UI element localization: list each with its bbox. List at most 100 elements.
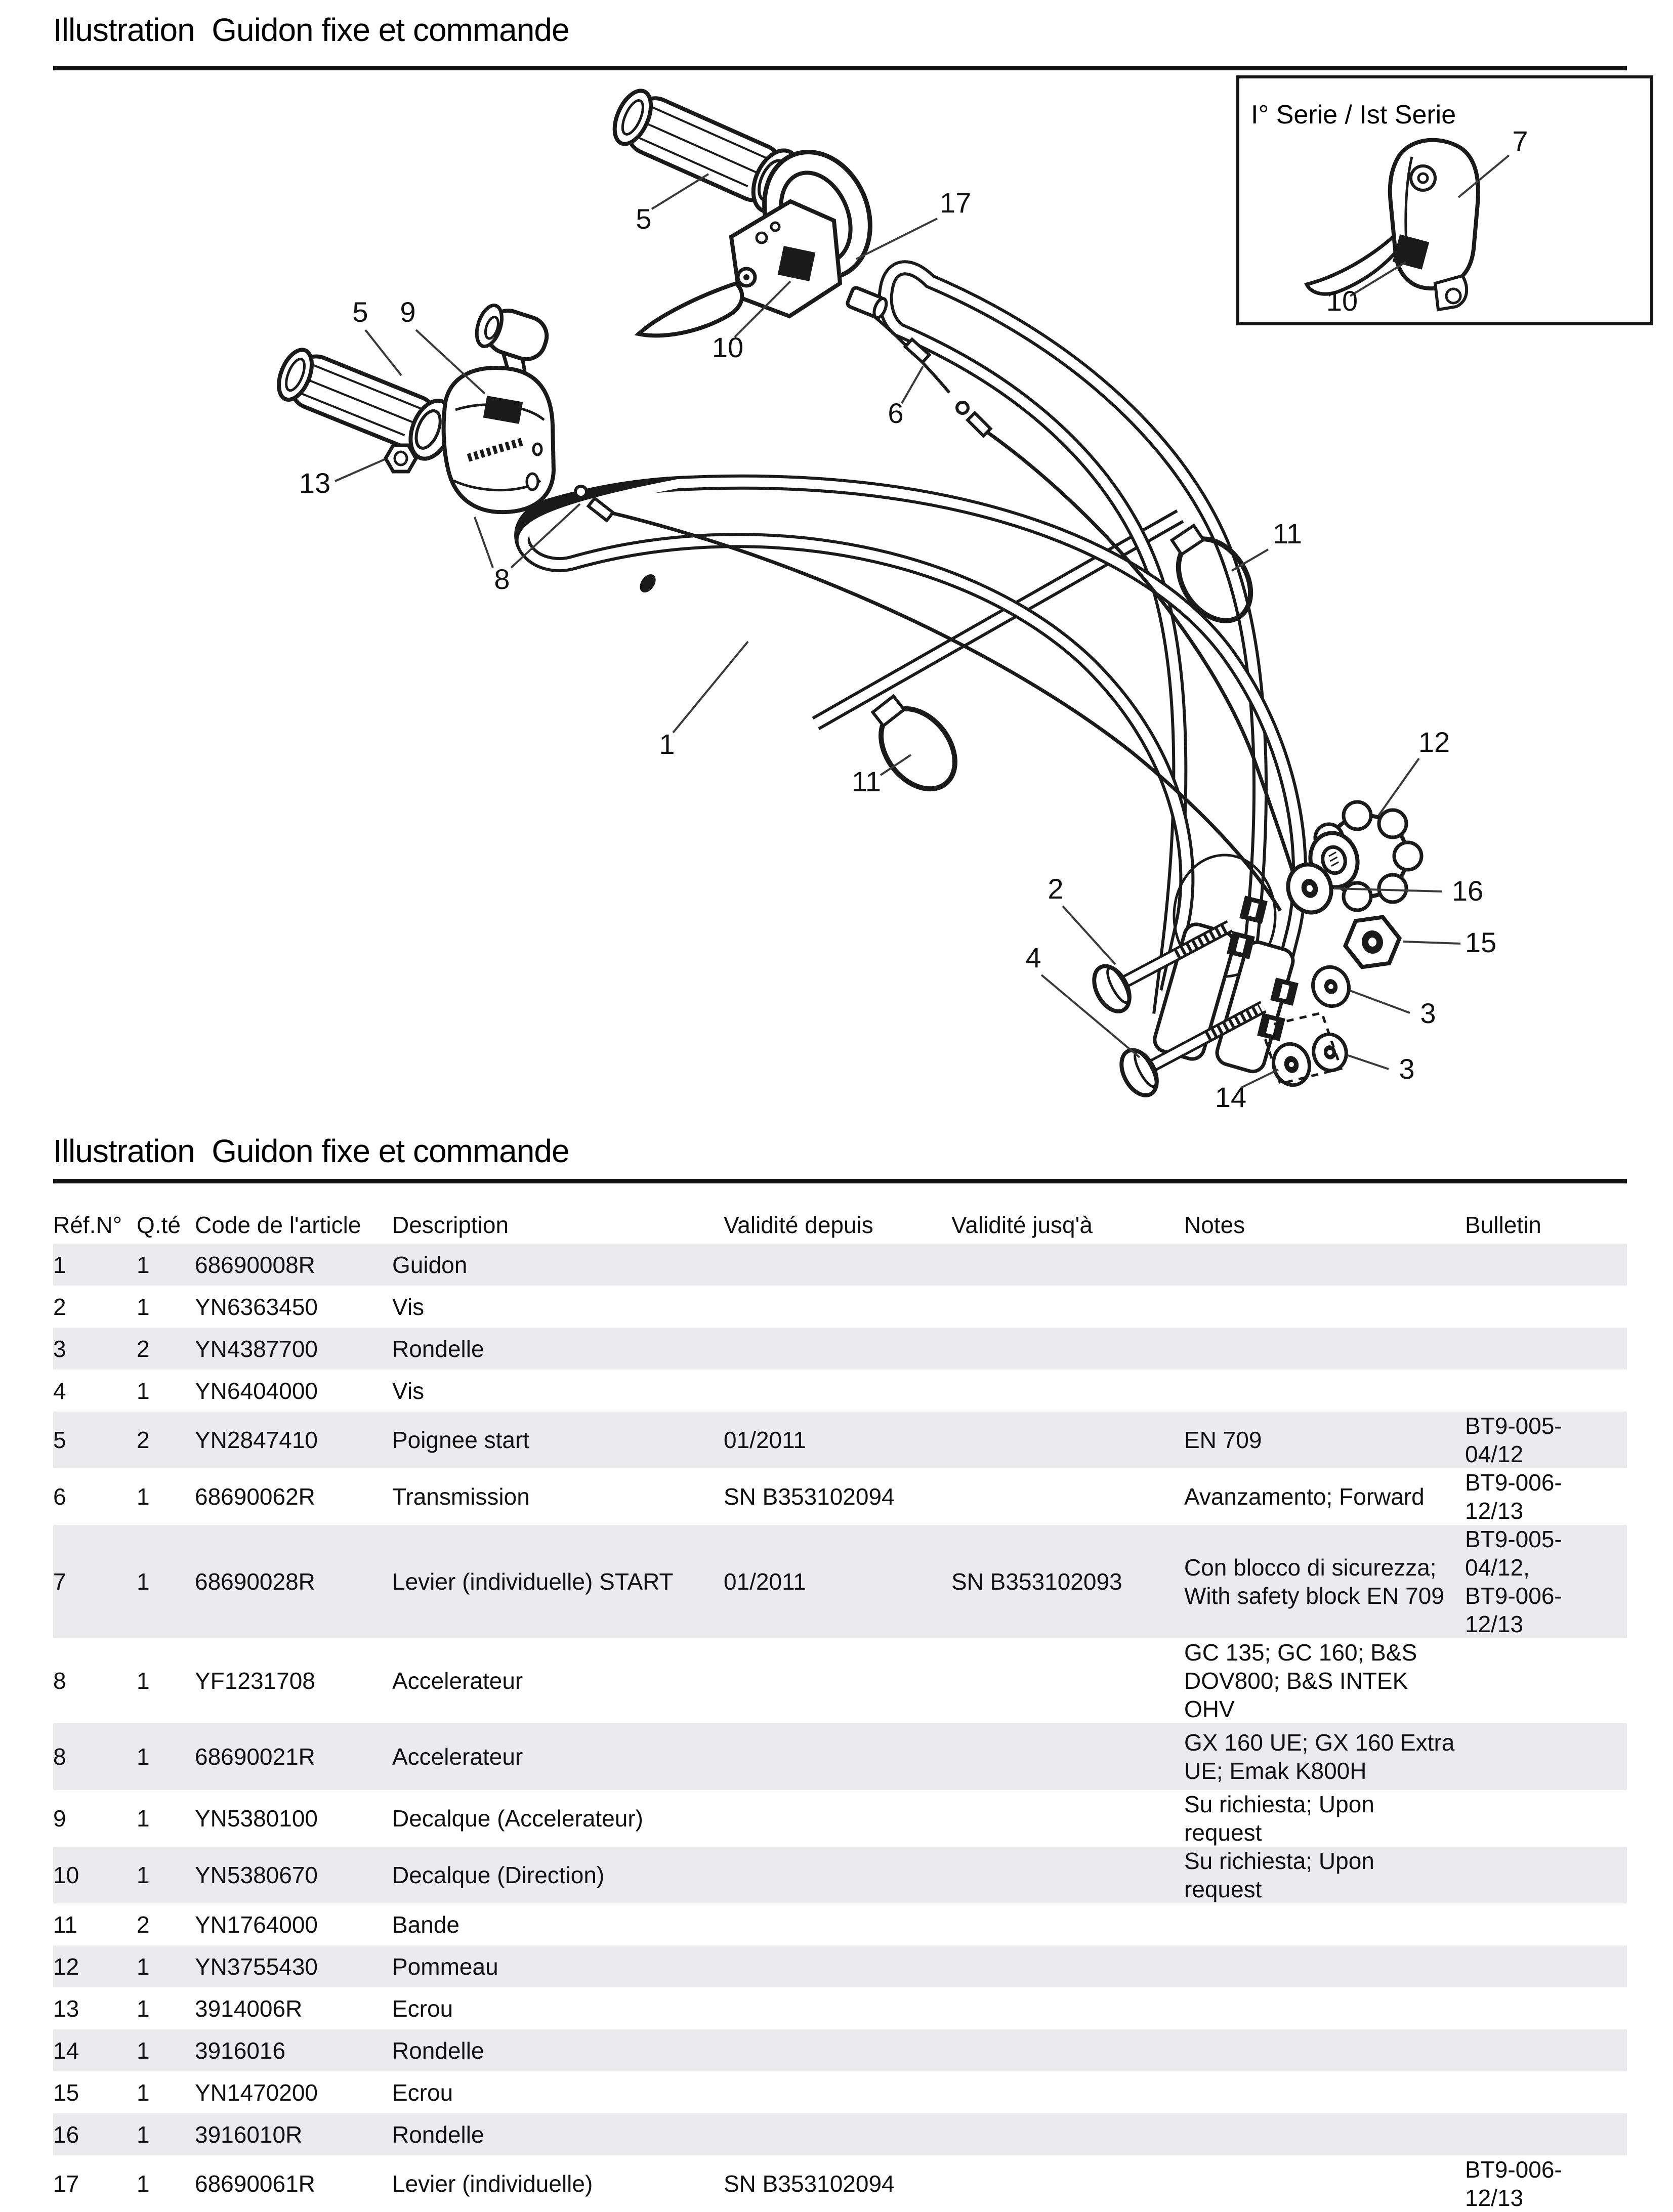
callout-number-8: 8 bbox=[494, 563, 510, 595]
bolt-4 bbox=[1119, 1001, 1267, 1097]
table-cell: Guidon bbox=[392, 1251, 468, 1278]
callout-number-2: 2 bbox=[1048, 873, 1063, 905]
table-cell: 1 bbox=[137, 1805, 150, 1832]
callout-leader-line bbox=[510, 503, 581, 569]
table-cell: YN3755430 bbox=[195, 1953, 318, 1980]
table-cell: Bande bbox=[392, 1911, 460, 1938]
table-cell: 1 bbox=[137, 1377, 150, 1404]
callout-number-5: 5 bbox=[636, 203, 651, 235]
lever-assembly bbox=[634, 150, 888, 338]
table-cell: SN B353102094 bbox=[724, 1483, 895, 1510]
column-header: Validité depuis bbox=[724, 1212, 873, 1238]
accelerator-assembly bbox=[383, 304, 556, 515]
table-cell: 6 bbox=[53, 1483, 66, 1510]
callout-number-3: 3 bbox=[1399, 1053, 1414, 1085]
table-cell: Su richiesta; Upon request bbox=[1184, 1848, 1374, 1902]
callout-number-16: 16 bbox=[1452, 875, 1483, 907]
table-cell: 1 bbox=[137, 2037, 150, 2064]
inset-title: I° Serie / Ist Serie bbox=[1251, 100, 1456, 130]
table-cell: 1 bbox=[137, 1668, 150, 1694]
dashed-locator-box bbox=[1259, 1011, 1343, 1085]
table-cell: 3914006R bbox=[195, 1995, 303, 2022]
callout-leader-line bbox=[1333, 887, 1443, 892]
table-cell: SN B353102093 bbox=[951, 1568, 1122, 1595]
parts-catalog-page: { "page": { "title": "Illustration Guido… bbox=[53, 12, 1653, 2211]
table-cell: 2 bbox=[137, 1335, 150, 1362]
callout-number-3: 3 bbox=[1420, 997, 1436, 1029]
table-cell: 1 bbox=[137, 1293, 150, 1320]
callout-leader-line bbox=[1349, 261, 1407, 297]
callout-leader-line bbox=[1457, 154, 1510, 198]
table-cell: 1 bbox=[137, 1995, 150, 2022]
table-cell: EN 709 bbox=[1184, 1427, 1262, 1453]
square-hole bbox=[1239, 896, 1268, 924]
title-rule bbox=[53, 66, 1627, 70]
table-cell: Con blocco di sicurezza;With safety bloc… bbox=[1184, 1554, 1444, 1609]
table-cell: 1 bbox=[137, 1251, 150, 1278]
callout-leader-line bbox=[415, 329, 486, 395]
table-cell: BT9-005-04/12,BT9-006-12/13 bbox=[1465, 1526, 1562, 1637]
table-cell: 1 bbox=[53, 1251, 66, 1278]
table-cell: BT9-006-12/13 bbox=[1465, 2156, 1562, 2211]
table-section-title: Illustration Guidon fixe et commande bbox=[53, 1133, 570, 1169]
table-cell: Accelerateur bbox=[392, 1743, 523, 1770]
callout-number-10: 10 bbox=[712, 331, 743, 363]
callout-number-5: 5 bbox=[352, 296, 368, 328]
table-cell: 14 bbox=[53, 2037, 79, 2064]
table-cell: YN6404000 bbox=[195, 1377, 318, 1404]
table-cell: 68690021R bbox=[195, 1743, 315, 1770]
table-cell: Pommeau bbox=[392, 1953, 498, 1980]
start-grip-left bbox=[277, 348, 454, 461]
nut-15 bbox=[1343, 915, 1402, 969]
table-cell: 11 bbox=[53, 1911, 77, 1938]
table-cell: Vis bbox=[392, 1293, 425, 1320]
callout-leader-line bbox=[1350, 990, 1410, 1014]
table-cell: 3916016 bbox=[195, 2037, 286, 2064]
page-title: Illustration Guidon fixe et commande bbox=[53, 12, 570, 48]
callout-leader-line bbox=[1402, 941, 1461, 945]
table-cell: 17 bbox=[53, 2171, 79, 2197]
cable-end-ball bbox=[574, 485, 588, 499]
table-cell: 2 bbox=[137, 1911, 150, 1938]
table-cell: 10 bbox=[53, 1862, 79, 1888]
table-cell: Vis bbox=[392, 1377, 425, 1404]
table-cell: Poignee start bbox=[392, 1427, 530, 1453]
washer-16 bbox=[1286, 862, 1333, 915]
handlebar-tube-right bbox=[877, 260, 1268, 1044]
table-cell: YN4387700 bbox=[195, 1335, 318, 1362]
table-cell: 3916010R bbox=[195, 2121, 303, 2148]
table-cell: Accelerateur bbox=[392, 1668, 523, 1694]
table-cell: BT9-006-12/13 bbox=[1465, 1469, 1562, 1524]
table-cell: Su richiesta; Upon request bbox=[1184, 1791, 1374, 1846]
callout-number-11: 11 bbox=[852, 765, 881, 797]
callout-number-4: 4 bbox=[1025, 942, 1041, 973]
table-cell: 12 bbox=[53, 1953, 79, 1980]
callout-number-17: 17 bbox=[940, 187, 971, 219]
table-cell: 13 bbox=[53, 1995, 79, 2022]
table-cell: 01/2011 bbox=[724, 1568, 806, 1595]
callout-leader-line bbox=[880, 754, 912, 776]
table-cell: Rondelle bbox=[392, 2121, 484, 2148]
callout-number-13: 13 bbox=[299, 467, 330, 499]
table-cell: 1 bbox=[137, 1862, 150, 1888]
table-cell: 1 bbox=[137, 1568, 150, 1595]
callout-leader-line bbox=[1062, 905, 1116, 965]
callout-leader-line bbox=[364, 329, 402, 376]
column-header: Réf.N° bbox=[53, 1212, 122, 1238]
callout-number-1: 1 bbox=[659, 728, 675, 760]
table-cell: YN5380670 bbox=[195, 1862, 318, 1888]
table-cell: YN1764000 bbox=[195, 1911, 318, 1938]
band-clamp bbox=[870, 694, 957, 792]
table-cell: 1 bbox=[137, 1953, 150, 1980]
callout-leader-line bbox=[474, 517, 494, 568]
square-hole bbox=[1270, 977, 1299, 1006]
callout-number-14: 14 bbox=[1215, 1081, 1246, 1113]
